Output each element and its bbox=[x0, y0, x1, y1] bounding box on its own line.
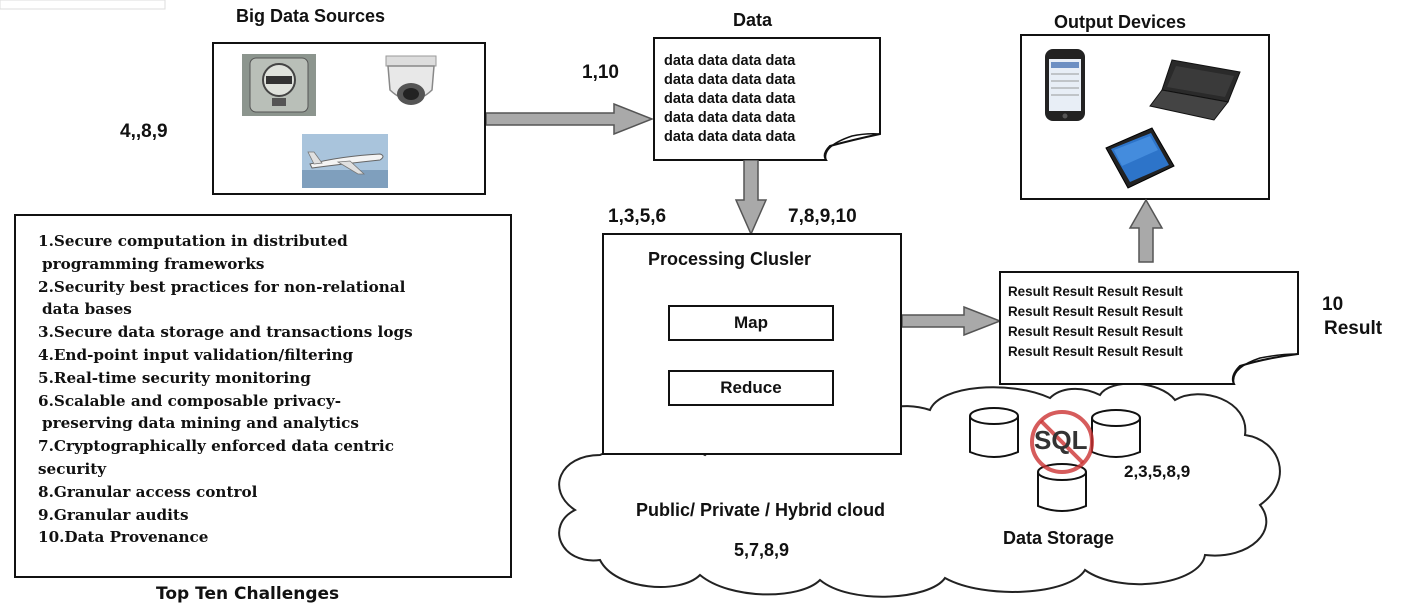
data-line: data data data data bbox=[664, 91, 796, 107]
challenges-list: 1.Secure computation in distributed prog… bbox=[16, 216, 510, 549]
output-title: Output Devices bbox=[1054, 12, 1187, 32]
no-sql-icon bbox=[1030, 410, 1094, 474]
challenge-item: 8.Granular access control bbox=[38, 482, 258, 501]
arrow-sources-to-data bbox=[486, 102, 655, 136]
cloud-title: Public/ Private / Hybrid cloud bbox=[636, 500, 886, 520]
challenge-item: 4.End-point input validation/filtering bbox=[38, 345, 354, 364]
challenge-item: 10.Data Provenance bbox=[38, 528, 209, 547]
result-line: Result Result Result Result bbox=[1008, 304, 1183, 319]
result-document-shape bbox=[999, 271, 1299, 385]
storage-title: Data Storage bbox=[1003, 528, 1115, 548]
data-line: data data data data bbox=[664, 129, 796, 145]
data-text-block: data data data data data data data data … bbox=[664, 52, 795, 147]
challenge-item: 7.Cryptographically enforced data centri… bbox=[38, 437, 394, 456]
challenge-item: 2.Security best practices for non-relati… bbox=[38, 277, 406, 296]
data-label: 1,10 bbox=[582, 62, 619, 83]
processing-title: Processing Clusler bbox=[648, 249, 812, 269]
data-line: data data data data bbox=[664, 110, 796, 126]
reduce-box: Reduce bbox=[668, 370, 834, 406]
electric-meter-icon bbox=[242, 54, 316, 116]
processing-right-label: 7,8,9,10 bbox=[788, 206, 857, 227]
database-icon bbox=[1091, 409, 1141, 458]
result-line: Result Result Result Result bbox=[1008, 324, 1183, 339]
challenge-item: 3.Secure data storage and transactions l… bbox=[38, 323, 413, 342]
data-line: data data data data bbox=[664, 53, 796, 69]
cloud-label: 5,7,8,9 bbox=[734, 540, 790, 560]
security-camera-icon bbox=[385, 55, 437, 105]
challenge-item: programming frameworks bbox=[42, 254, 265, 273]
result-label-num: 10 bbox=[1322, 294, 1344, 315]
data-document-shape bbox=[653, 37, 881, 161]
sources-title: Big Data Sources bbox=[236, 6, 386, 26]
arrow-processing-to-result bbox=[902, 305, 1002, 337]
data-title: Data bbox=[733, 10, 773, 30]
challenge-item: preserving data mining and analytics bbox=[42, 414, 359, 433]
data-storage-icons bbox=[969, 407, 1141, 512]
processing-cluster-box: Processing Clusler Map Reduce bbox=[602, 233, 902, 455]
challenge-item: 6.Scalable and composable privacy- bbox=[38, 391, 342, 410]
sql-text: SQL bbox=[1034, 425, 1088, 455]
challenges-title: Top Ten Challenges bbox=[156, 584, 340, 604]
result-label: Result bbox=[1324, 318, 1383, 339]
output-box bbox=[1020, 34, 1270, 200]
challenges-box: 1.Secure computation in distributed prog… bbox=[14, 214, 512, 578]
laptop-icon bbox=[1149, 59, 1241, 121]
data-line: data data data data bbox=[664, 72, 796, 88]
challenge-item: 9.Granular audits bbox=[38, 505, 189, 524]
challenge-item: security bbox=[38, 459, 107, 478]
storage-label: 2,3,5,8,9 bbox=[1124, 462, 1191, 481]
challenge-item: data bases bbox=[42, 300, 132, 319]
processing-left-label: 1,3,5,6 bbox=[608, 206, 667, 227]
challenge-item: 5.Real-time security monitoring bbox=[38, 368, 311, 387]
map-box: Map bbox=[668, 305, 834, 341]
sources-label: 4,,8,9 bbox=[120, 121, 168, 142]
result-line: Result Result Result Result bbox=[1008, 284, 1183, 299]
smartphone-icon bbox=[1045, 49, 1085, 121]
database-icon bbox=[969, 407, 1019, 458]
result-text-block: Result Result Result Result Result Resul… bbox=[1008, 282, 1183, 362]
arrow-result-to-output bbox=[1128, 198, 1164, 263]
result-line: Result Result Result Result bbox=[1008, 344, 1183, 359]
tablet-icon bbox=[1105, 127, 1175, 189]
challenge-item: 1.Secure computation in distributed bbox=[38, 232, 348, 250]
airplane-icon bbox=[302, 134, 388, 188]
arrow-data-to-processing bbox=[734, 160, 768, 236]
sources-box bbox=[212, 42, 486, 195]
